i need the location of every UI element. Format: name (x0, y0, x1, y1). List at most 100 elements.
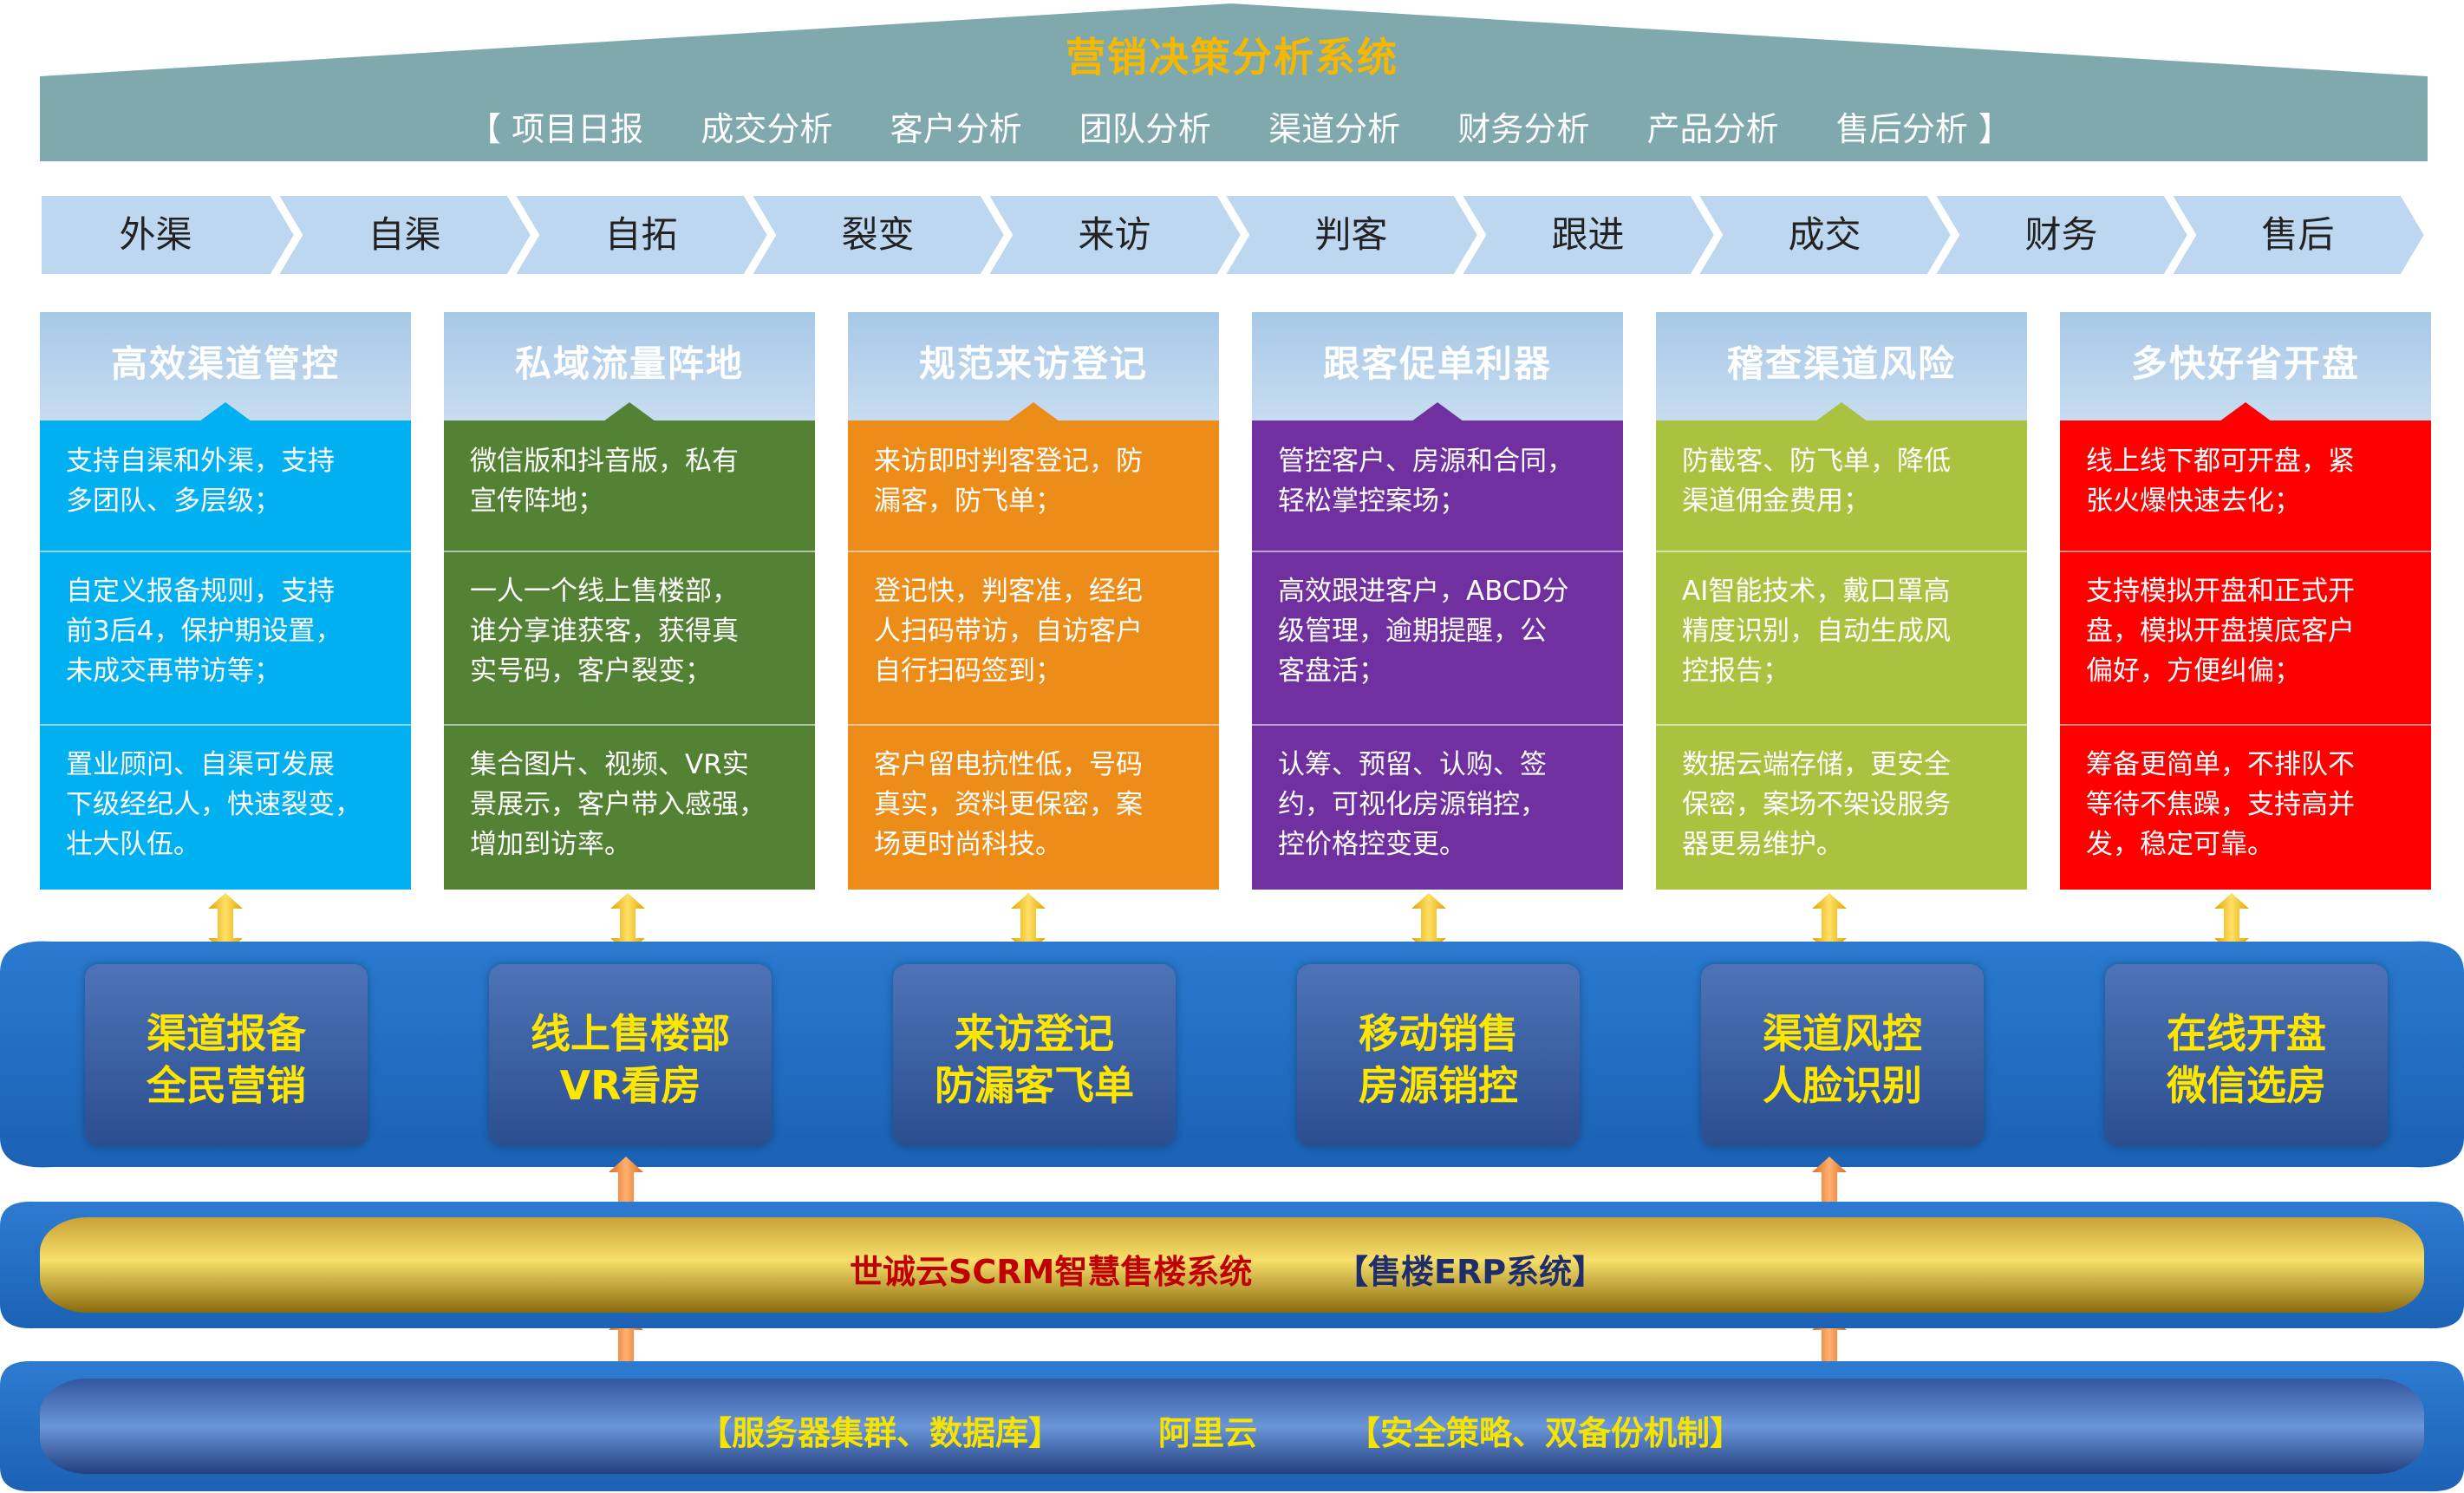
module-line: 人脸识别 (1763, 1062, 1922, 1109)
feature-card-title: 多快好省开盘 (2130, 342, 2360, 385)
module-line: 渠道风控 (1763, 1010, 1922, 1057)
platform-module-button[interactable]: 在线开盘微信选房 (2105, 964, 2388, 1146)
feature-card: 多快好省开盘线上线下都可开盘，紧张火爆快速去化； 支持模拟开盘和正式开盘，模拟开盘… (2060, 312, 2431, 890)
module-line: VR看房 (559, 1062, 701, 1109)
feature-card: 私域流量阵地微信版和抖音版，私有宣传阵地；一人一个线上售楼部，谁分享谁获客，获得… (444, 312, 815, 890)
feature-card-line: 集合图片、视频、VR实 (470, 749, 749, 780)
feature-card-line: 控报告； (1682, 655, 1789, 687)
process-step-chevron (1221, 194, 1482, 276)
feature-card-header: 稽查渠道风险 (1656, 312, 2027, 421)
process-step-label[interactable]: 裂变 (841, 213, 915, 256)
process-step-chevron (747, 194, 1008, 276)
platform-module-button[interactable]: 来访登记防漏客飞单 (893, 964, 1176, 1146)
process-step-label[interactable]: 跟进 (1551, 213, 1625, 256)
feature-card-section: 数据云端存储，更安全保密，案场不架设服务器更易维护。 (1656, 745, 2027, 864)
process-step-label[interactable]: 售后 (2261, 213, 2335, 256)
feature-card-line: 来访即时判客登记，防 (874, 446, 1143, 477)
feature-card-line: 未成交再带访等； (66, 655, 281, 687)
analysis-item[interactable]: 产品分析 (1646, 110, 1779, 148)
feature-card-header: 跟客促单利器 (1252, 312, 1623, 421)
process-step-label[interactable]: 判客 (1314, 213, 1388, 256)
platform-module-button[interactable]: 渠道风控人脸识别 (1701, 964, 1984, 1146)
platform-module-button[interactable]: 移动销售房源销控 (1297, 964, 1580, 1146)
feature-card-line: 前3后4，保护期设置， (66, 616, 342, 647)
feature-card-title: 跟客促单利器 (1322, 342, 1552, 385)
feature-card-section: 支持自渠和外渠，支持多团队、多层级； (40, 441, 411, 521)
feature-card-line: 偏好，方便纠偏； (2086, 655, 2301, 687)
analysis-item[interactable]: 财务分析 (1457, 110, 1590, 148)
erp-system-name: 世诚云SCRM智慧售楼系统 (850, 1253, 1253, 1291)
process-step-label[interactable]: 成交 (1788, 213, 1861, 256)
feature-card-line: 场更时尚科技。 (874, 829, 1062, 860)
module-line: 微信选房 (2167, 1062, 2326, 1109)
section-divider (1252, 724, 1623, 726)
feature-card-line: 登记快，判客准，经纪 (874, 576, 1143, 607)
section-divider (2060, 551, 2431, 552)
feature-card-line: 控价格控变更。 (1278, 829, 1466, 860)
process-step-label[interactable]: 自拓 (604, 213, 678, 256)
feature-card-line: 真实，资料更保密，案 (874, 789, 1143, 820)
analysis-item[interactable]: 客户分析 (890, 110, 1022, 148)
feature-card: 稽查渠道风险防截客、防飞单，降低渠道佣金费用； AI智能技术，戴口罩高精度识别，自… (1656, 312, 2027, 890)
feature-card-section: 线上线下都可开盘，紧张火爆快速去化； (2060, 441, 2431, 521)
feature-card-line: AI智能技术，戴口罩高 (1682, 576, 1951, 607)
analysis-item[interactable]: 团队分析 (1079, 110, 1211, 148)
analysis-item[interactable]: 成交分析 (701, 110, 833, 148)
feature-card-line: 管控客户、房源和合同， (1278, 446, 1574, 477)
feature-card-line: 渠道佣金费用； (1682, 486, 1870, 517)
process-step-chevron (2167, 194, 2428, 276)
feature-card-section: 高效跟进客户，ABCD分级管理，逾期提醒，公客盘活； (1252, 571, 1623, 691)
feature-card-line: 漏客，防飞单； (874, 486, 1062, 517)
process-chevron-row (40, 194, 2433, 276)
feature-card-section: 登记快，判客准，经纪人扫码带访，自访客户自行扫码签到； (848, 571, 1219, 691)
feature-card-line: 线上线下都可开盘，紧 (2086, 446, 2355, 477)
platform-module-button[interactable]: 渠道报备全民营销 (85, 964, 368, 1146)
feature-card-section: 来访即时判客登记，防漏客，防飞单； (848, 441, 1219, 521)
process-step-label[interactable]: 财务 (2024, 213, 2098, 256)
platform-band (0, 941, 2464, 1168)
feature-card-line: 宣传阵地； (470, 486, 604, 517)
feature-card-header: 规范来访登记 (848, 312, 1219, 421)
feature-card-line: 人扫码带访，自访客户 (874, 616, 1143, 647)
feature-card-line: 数据云端存储，更安全 (1682, 749, 1951, 780)
process-step-label[interactable]: 来访 (1078, 213, 1151, 256)
feature-card-section: 支持模拟开盘和正式开盘，模拟开盘摸底客户偏好，方便纠偏； (2060, 571, 2431, 691)
card-pointer (1815, 402, 1868, 421)
infra-band (0, 1360, 2464, 1492)
process-step-chevron (40, 194, 298, 276)
feature-card-line: 微信版和抖音版，私有 (470, 446, 739, 477)
feature-card-body: 来访即时判客登记，防漏客，防飞单； 登记快，判客准，经纪人扫码带访，自访客户自行扫… (848, 421, 1219, 890)
feature-card-line: 等待不焦躁，支持高并 (2086, 789, 2355, 820)
process-step-chevron (984, 194, 1245, 276)
feature-card-section: 防截客、防飞单，降低渠道佣金费用； (1656, 441, 2027, 521)
feature-card: 规范来访登记来访即时判客登记，防漏客，防飞单； 登记快，判客准，经纪人扫码带访，自… (848, 312, 1219, 890)
feature-card: 跟客促单利器管控客户、房源和合同，轻松掌控案场；高效跟进客户，ABCD分级管理，… (1252, 312, 1623, 890)
process-step-chevron (1457, 194, 1718, 276)
feature-card-line: 置业顾问、自渠可发展 (66, 749, 335, 780)
card-pointer (2220, 402, 2272, 421)
card-pointer (603, 402, 655, 421)
analysis-item[interactable]: 【 项目日报 (468, 110, 644, 148)
module-line: 在线开盘 (2167, 1010, 2326, 1057)
double-arrow-icon (1011, 893, 1046, 954)
feature-card-line: 支持自渠和外渠，支持 (66, 446, 335, 477)
module-line: 来访登记 (955, 1010, 1114, 1057)
feature-card-line: 精度识别，自动生成风 (1682, 616, 1951, 647)
feature-card-line: 器更易维护。 (1682, 829, 1843, 860)
module-line: 防漏客飞单 (935, 1062, 1134, 1109)
feature-card-line: 自定义报备规则，支持 (66, 576, 335, 607)
process-step-label[interactable]: 自渠 (368, 213, 441, 256)
roof-banner (40, 3, 2428, 161)
process-step-chevron (511, 194, 772, 276)
double-arrow-icon (1812, 893, 1847, 954)
analysis-item[interactable]: 渠道分析 (1268, 110, 1401, 148)
feature-card-line: 多团队、多层级； (66, 486, 281, 517)
process-step-label[interactable]: 外渠 (119, 213, 192, 256)
analysis-item[interactable]: 售后分析 】 (1835, 110, 2011, 148)
feature-card-line: 客户留电抗性低，号码 (874, 749, 1143, 780)
section-divider (1656, 551, 2027, 552)
card-pointer (199, 402, 251, 421)
feature-card-body: 微信版和抖音版，私有宣传阵地；一人一个线上售楼部，谁分享谁获客，获得真实号码，客… (444, 421, 815, 890)
feature-card-section: 筹备更简单，不排队不等待不焦躁，支持高并发，稳定可靠。 (2060, 745, 2431, 864)
